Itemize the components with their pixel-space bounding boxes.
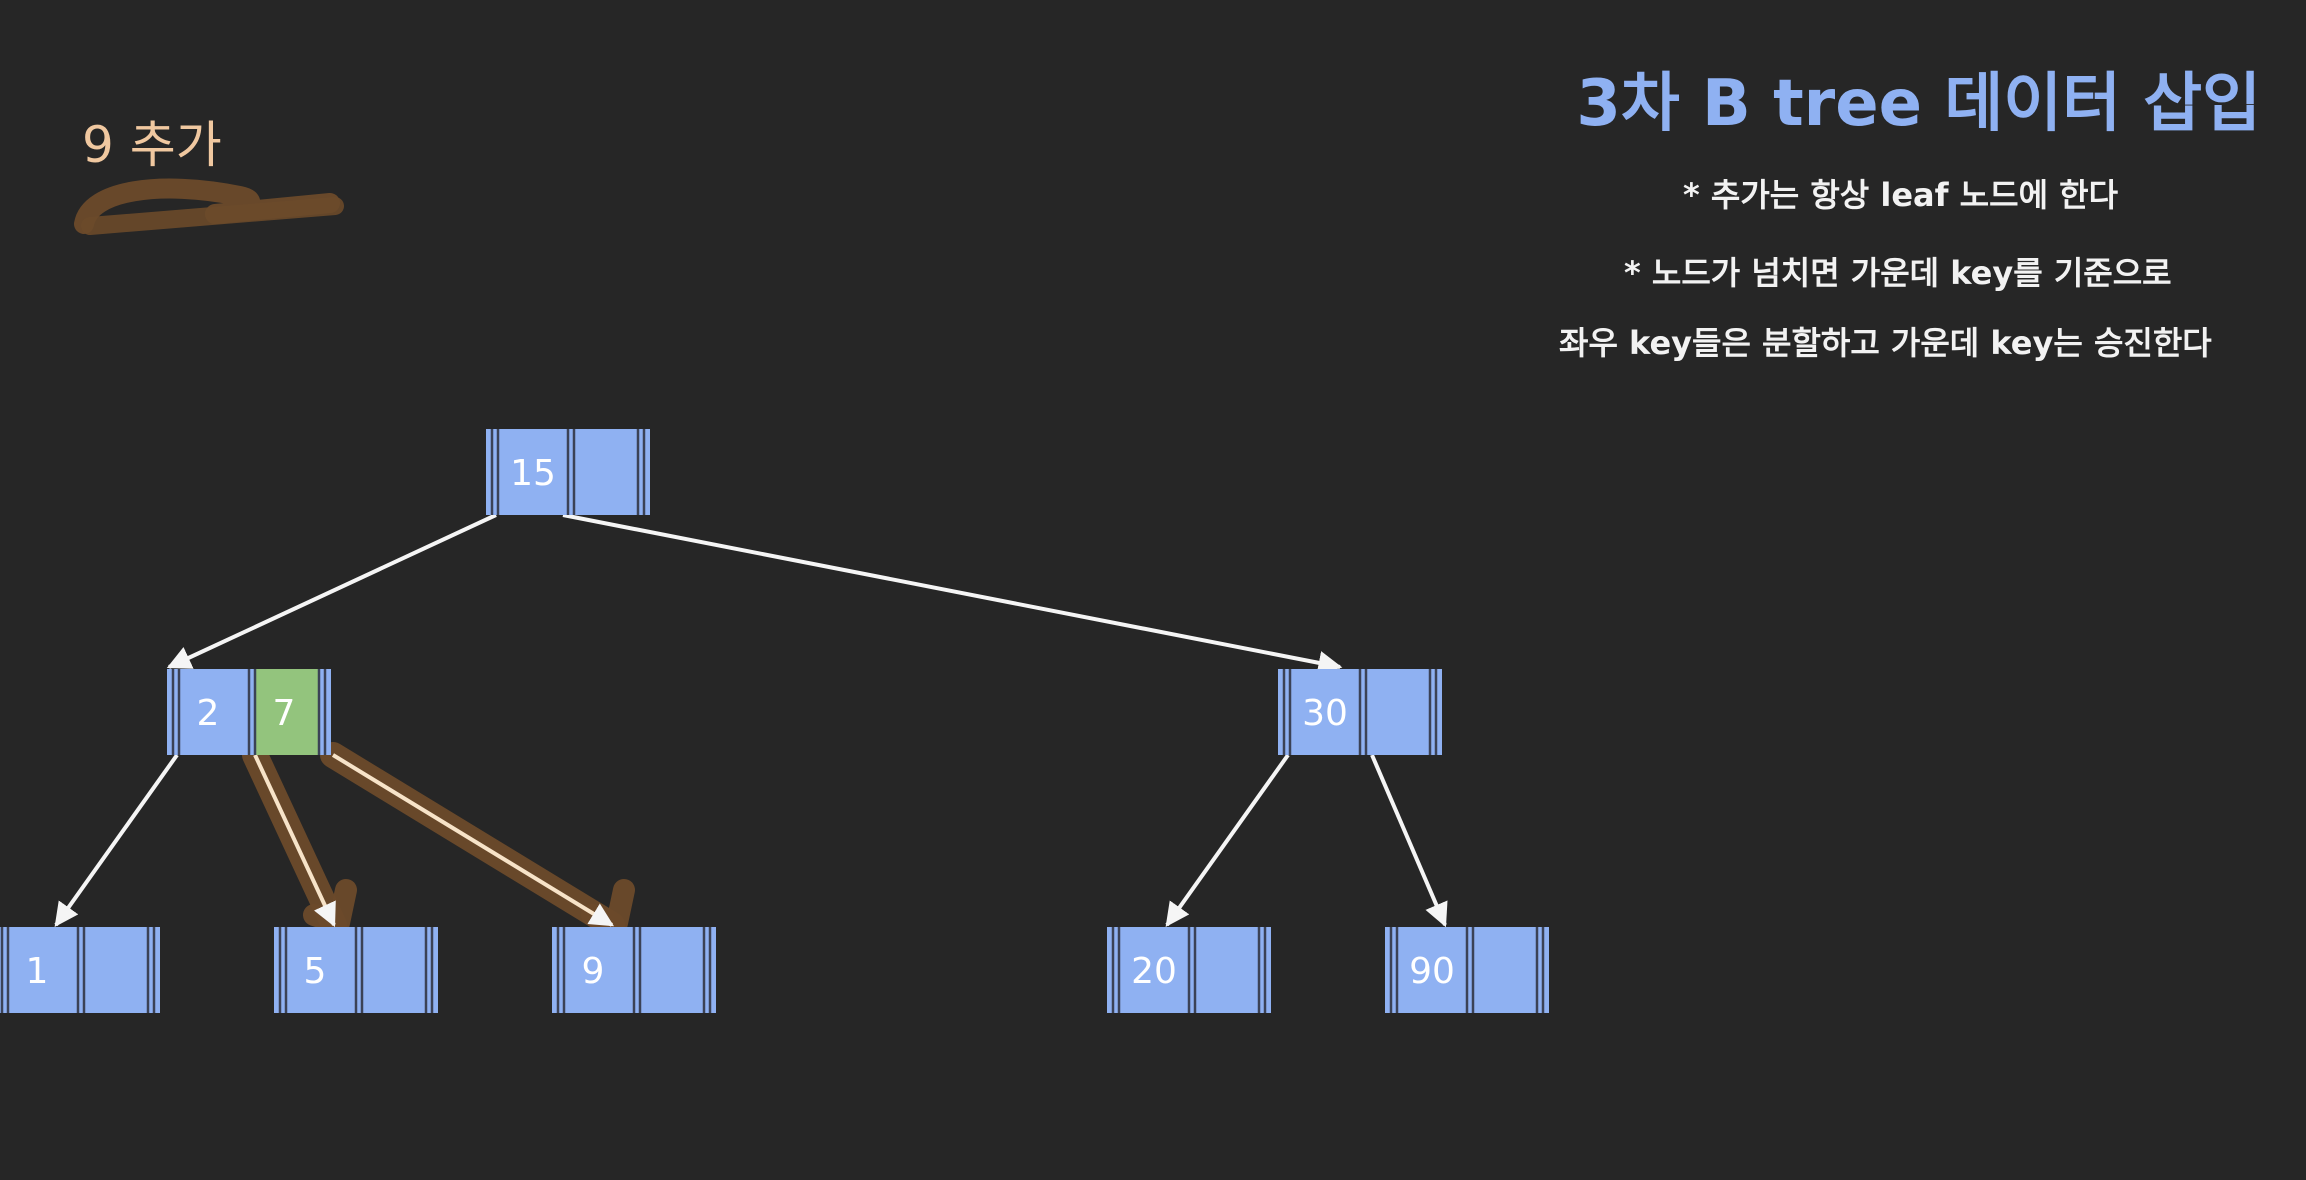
node-key-label: 1 xyxy=(26,951,49,992)
node-key-label: 5 xyxy=(304,951,327,992)
node-key-cell xyxy=(84,927,154,1013)
rule-note-2: * 노드가 넘치면 가운데 key를 기준으로 xyxy=(1624,254,2172,292)
node-key-cell xyxy=(8,927,78,1013)
node-pointer-slot xyxy=(0,927,8,1013)
node-key-cell xyxy=(1290,669,1360,755)
tree-node-leaf-9: 9 xyxy=(552,927,716,1013)
node-key-cell xyxy=(286,927,356,1013)
tree-edge-right-to-leaf-20 xyxy=(1165,753,1290,927)
tree-node-leaf-5: 5 xyxy=(274,927,438,1013)
node-key-cell xyxy=(1473,927,1543,1013)
node-key-label: 7 xyxy=(273,693,296,734)
tree-edge-right-to-leaf-90 xyxy=(1370,754,1448,928)
node-key-cell xyxy=(1366,669,1436,755)
tree-edge-root-to-left xyxy=(166,513,497,669)
tree-edges xyxy=(54,513,1448,928)
node-key-cell xyxy=(498,429,568,515)
node-pointer-slot xyxy=(1467,927,1473,1013)
tree-edge-left-to-leaf-9 xyxy=(331,753,615,927)
node-pointer-slot xyxy=(249,669,255,755)
node-key-label: 20 xyxy=(1131,951,1177,992)
node-key-cell xyxy=(1119,927,1189,1013)
node-key-cell-highlighted xyxy=(255,669,325,755)
node-pointer-slot xyxy=(356,927,362,1013)
rule-note-3: 좌우 key들은 분할하고 가운데 key는 승진한다 xyxy=(1559,324,2212,362)
added-key-label: 9 추가 xyxy=(82,116,222,174)
tree-node-leaf-20: 20 xyxy=(1107,927,1271,1013)
node-pointer-slot xyxy=(1189,927,1195,1013)
scribble-stroke xyxy=(81,197,344,235)
node-key-cell xyxy=(564,927,634,1013)
node-pointer-slot xyxy=(78,927,84,1013)
node-key-cell xyxy=(574,429,644,515)
rule-note-1: * 추가는 항상 leaf 노드에 한다 xyxy=(1683,176,2119,214)
node-key-label: 15 xyxy=(510,453,556,494)
tree-node-leaf-1: 1 xyxy=(0,927,160,1013)
diagram-title: 3차 B tree 데이터 삽입 xyxy=(1576,67,2261,141)
node-key-cell xyxy=(640,927,710,1013)
tree-edge-left-to-leaf-5 xyxy=(253,754,336,928)
tree-node-right: 30 xyxy=(1278,669,1442,755)
tree-node-root: 15 xyxy=(486,429,650,515)
node-key-cell xyxy=(179,669,249,755)
node-key-cell xyxy=(1397,927,1467,1013)
tree-edge-root-to-right xyxy=(562,513,1343,675)
node-key-cell xyxy=(362,927,432,1013)
node-key-label: 9 xyxy=(582,951,605,992)
node-pointer-slot xyxy=(568,429,574,515)
highlight-scribble xyxy=(74,178,344,235)
node-key-label: 2 xyxy=(197,693,220,734)
node-key-label: 30 xyxy=(1302,693,1348,734)
node-pointer-slot xyxy=(1360,669,1366,755)
node-pointer-slot xyxy=(634,927,640,1013)
node-key-cell xyxy=(1195,927,1265,1013)
tree-node-leaf-90: 90 xyxy=(1385,927,1549,1013)
tree-edge-left-to-leaf-1 xyxy=(54,753,179,927)
node-key-label: 90 xyxy=(1409,951,1455,992)
